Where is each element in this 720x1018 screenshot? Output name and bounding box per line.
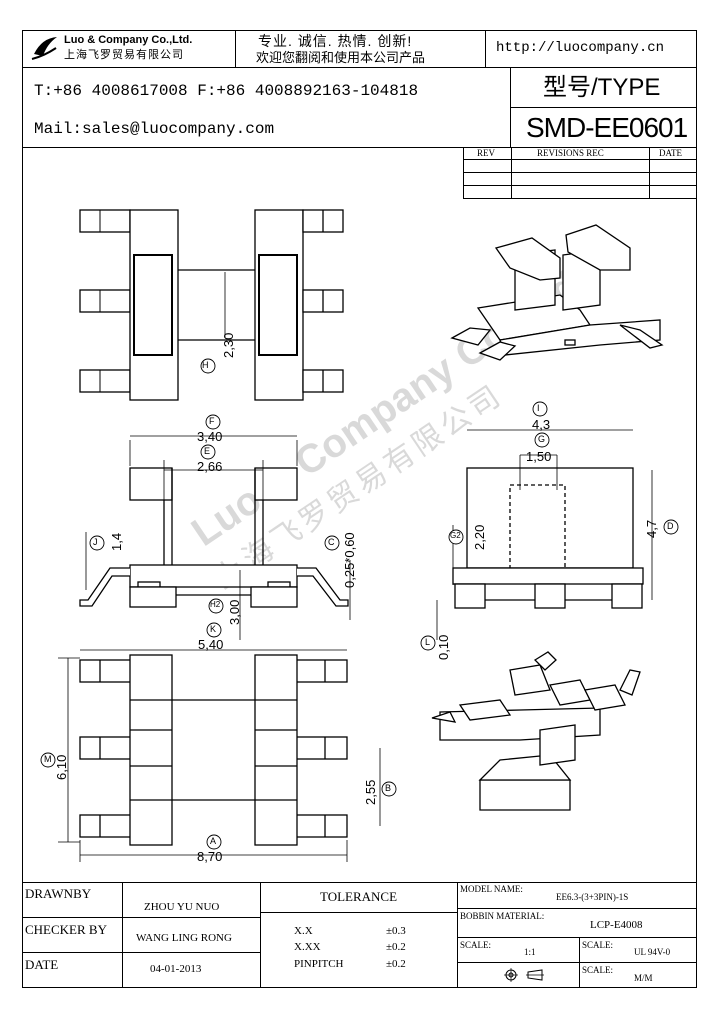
slogan-line-1: 专业. 诚信. 热情. 创新! (258, 33, 413, 49)
tol-1-value: ±0.3 (386, 925, 406, 937)
dim-g-value: 1,50 (526, 449, 552, 464)
type-label: 型号/TYPE (543, 74, 661, 101)
tol-3-value: ±0.2 (386, 958, 406, 970)
company-logo-icon (31, 37, 57, 60)
company-name-en: Luo & Company Co.,Ltd. (64, 34, 193, 46)
header-divider (22, 67, 697, 68)
front-view (79, 467, 349, 608)
drawnby-label: DRAWNBY (25, 886, 92, 901)
dim-d-value: 4,7 (644, 519, 659, 538)
website-link[interactable]: http://luocompany.cn (496, 40, 665, 56)
projection-symbol-icon (504, 968, 544, 982)
scale3-label: SCALE: (582, 965, 614, 975)
drawing-frame (22, 30, 697, 988)
dim-h2-value: 3,00 (227, 599, 242, 625)
slogan-line-2: 欢迎您翻阅和使用本公司产品 (256, 50, 426, 65)
date-label: DATE (25, 957, 59, 972)
dim-m-value: 6,10 (54, 754, 69, 780)
scale2-value: UL 94V-0 (634, 947, 671, 957)
dim-l-value: 0,10 (436, 634, 451, 660)
header-bottom-line (22, 147, 697, 148)
dim-j-mark: J (93, 537, 98, 547)
dim-j-value: 1,4 (109, 532, 124, 551)
dim-e-value: 2,66 (197, 459, 223, 474)
isometric-view-bottom (431, 651, 641, 811)
header-sep-2 (485, 30, 486, 67)
date-value: 04-01-2013 (150, 963, 202, 975)
top-view (79, 209, 304, 401)
dim-b-value: 2,55 (363, 779, 378, 805)
tolerance-label: TOLERANCE (320, 889, 398, 904)
dim-h-mark: H (202, 360, 209, 370)
dim-f-mark: F (209, 416, 215, 426)
dim-c-value: 0,25*0,60 (342, 532, 357, 588)
dim-c-mark: C (328, 537, 335, 547)
tol-1-key: X.X (294, 925, 313, 937)
scale-value: 1:1 (524, 947, 536, 957)
scale3-value: M/M (634, 973, 653, 983)
contact-phone-fax: T:+86 4008617008 F:+86 4008892163-104818 (34, 82, 419, 100)
revisions-table: REV REVISIONS REC DATE (463, 147, 697, 199)
company-name-cn: 上海飞罗贸易有限公司 (64, 49, 184, 61)
model-number: SMD-EE0601 (526, 112, 688, 143)
dim-i-value: 4,3 (532, 417, 551, 432)
header-sep-1 (235, 30, 236, 67)
model-name-value: EE6.3-(3+3PIN)-1S (556, 892, 629, 902)
dim-i-mark: I (537, 403, 540, 413)
dim-k-value: 5,40 (198, 637, 224, 652)
scale2-label: SCALE: (582, 940, 614, 950)
bobbin-material-value: LCP-E4008 (590, 919, 643, 931)
type-box-divider (510, 107, 697, 108)
bottom-view (79, 654, 348, 846)
bobbin-material-label: BOBBIN MATERIAL: (460, 911, 545, 921)
model-name-label: MODEL NAME: (460, 884, 523, 894)
drawnby-value: ZHOU YU NUO (144, 901, 220, 913)
tol-2-value: ±0.2 (386, 941, 406, 953)
dim-a-value: 8,70 (197, 849, 223, 864)
scale-label: SCALE: (460, 940, 492, 950)
dim-h-value: 2,30 (221, 332, 236, 358)
title-block: DRAWNBY ZHOU YU NUO CHECKER BY WANG LING… (22, 882, 697, 988)
tol-3-key: PINPITCH (294, 958, 344, 970)
dim-k-mark: K (210, 624, 217, 634)
dim-m-mark: M (44, 754, 52, 764)
dim-b-mark: B (385, 783, 392, 793)
dim-g2-mark: G2 (450, 531, 461, 540)
dim-f-value: 3,40 (197, 429, 223, 444)
dim-a-mark: A (210, 836, 217, 846)
dim-g2-value: 2,20 (472, 524, 487, 550)
checker-value: WANG LING RONG (136, 932, 232, 944)
revisions-rec-col-header: REVISIONS REC (537, 148, 604, 158)
dim-d-mark: D (667, 521, 674, 531)
contact-email[interactable]: Mail:sales@luocompany.com (34, 120, 275, 138)
checker-label: CHECKER BY (25, 922, 107, 937)
dim-e-mark: E (204, 446, 211, 456)
side-view (452, 467, 644, 609)
rev-col-header: REV (477, 148, 495, 158)
tol-2-key: X.XX (294, 941, 321, 953)
dim-g-mark: G (538, 434, 546, 444)
isometric-view-top (450, 224, 664, 361)
dim-l-mark: L (425, 637, 431, 647)
date-col-header: DATE (659, 148, 682, 158)
dim-h2-mark: H2 (210, 600, 221, 609)
